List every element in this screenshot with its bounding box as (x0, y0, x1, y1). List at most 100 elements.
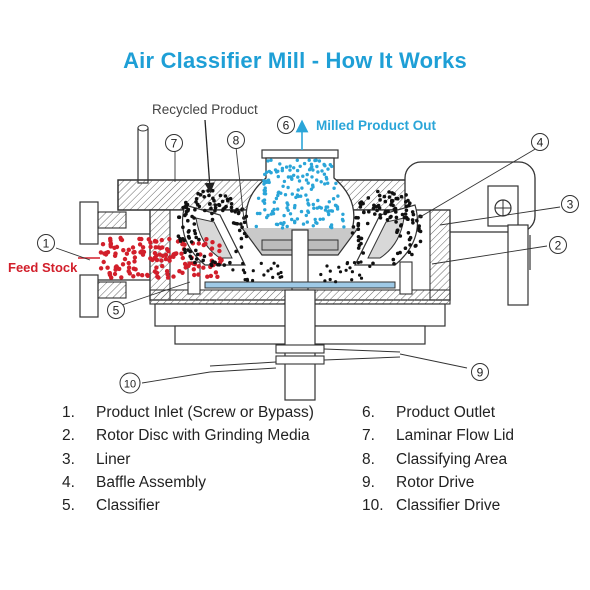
recycled-particle (193, 260, 197, 265)
feed-particle (140, 245, 146, 250)
feed-particle (187, 261, 192, 266)
milled-particle (326, 167, 330, 171)
recycled-particle (189, 256, 194, 261)
recycled-particle (359, 260, 363, 264)
milled-particle (272, 200, 276, 204)
milled-particle (262, 188, 266, 193)
svg-text:3: 3 (567, 198, 574, 212)
feed-particle (118, 235, 123, 241)
feed-particle (217, 248, 222, 254)
legend-item: 2.Rotor Disc with Grinding Media (62, 427, 310, 445)
milled-particle (327, 200, 331, 204)
milled-particle (263, 172, 267, 177)
recycled-particle (181, 205, 185, 210)
milled-particle (329, 223, 334, 227)
feed-particle (126, 265, 132, 270)
feed-particle (164, 247, 170, 252)
milled-particle (281, 184, 285, 188)
recycled-particle (201, 189, 205, 194)
milled-particle (286, 175, 291, 179)
recycled-particle (358, 273, 362, 277)
recycled-particle (242, 231, 247, 236)
feed-particle (114, 244, 120, 250)
recycled-particle (418, 239, 423, 244)
recycled-particle (190, 214, 194, 219)
recycled-particle (208, 202, 212, 206)
feed-particle (160, 263, 165, 269)
recycled-particle (237, 228, 242, 233)
milled-particle (304, 193, 308, 197)
recycled-particle (269, 267, 273, 271)
recycled-particle (186, 230, 191, 234)
feed-particle (98, 266, 104, 271)
recycled-particle (328, 269, 332, 273)
feed-particle (182, 242, 187, 247)
milled-particle (329, 209, 333, 213)
recycled-particle (188, 249, 193, 254)
recycled-particle (213, 209, 217, 213)
recycled-particle (400, 212, 405, 217)
legend-item: 5.Classifier (62, 497, 160, 515)
milled-particle (256, 196, 261, 200)
recycled-particle (279, 270, 283, 275)
milled-particle (314, 158, 318, 162)
milled-particle (254, 224, 258, 229)
milled-particle (276, 191, 280, 195)
recycled-particle (350, 270, 354, 274)
milled-particle (309, 162, 314, 166)
svg-text:1: 1 (43, 237, 50, 251)
legend-item: 8.Classifying Area (362, 450, 508, 468)
milled-particle (315, 178, 319, 182)
recycled-particle (222, 263, 227, 267)
feed-particle (114, 264, 119, 269)
milled-particle (302, 161, 307, 166)
callout-1: 1 (37, 234, 55, 252)
milled-particle (306, 209, 310, 213)
recycled-particle (328, 277, 332, 282)
callout-2: 2 (549, 236, 567, 254)
recycled-particle (242, 220, 247, 225)
recycled-particle (404, 208, 409, 213)
recycled-particle (398, 234, 403, 238)
recycled-particle (193, 231, 198, 236)
milled-particle (266, 178, 271, 182)
recycled-particle (337, 265, 341, 269)
feed-particle (154, 257, 160, 263)
feed-particle (213, 270, 219, 275)
recycled-particle (197, 237, 201, 242)
recycled-particle (185, 202, 190, 207)
milled-particle (326, 181, 330, 185)
recycled-particle (209, 262, 213, 267)
milled-particle (286, 185, 290, 190)
feed-particle (131, 274, 136, 279)
milled-particle (323, 208, 328, 212)
recycled-particle (262, 273, 266, 277)
feed-particle (167, 236, 172, 242)
feed-particle (198, 252, 203, 257)
recycled-particle (367, 209, 371, 214)
recycled-particle (271, 275, 275, 279)
recycled-particle (359, 236, 364, 241)
recycled-particle (223, 206, 227, 210)
feed-particle (154, 270, 159, 275)
recycled-particle (241, 261, 245, 266)
recycled-particle (176, 234, 181, 238)
feed-particle (217, 243, 222, 248)
recycled-particle (404, 204, 409, 209)
recycled-particle (354, 215, 359, 220)
milled-particle (276, 193, 280, 198)
recycled-particle (194, 197, 199, 201)
recycled-particle (186, 218, 190, 223)
milled-particle (317, 159, 322, 163)
legend-item: 4.Baffle Assembly (62, 473, 206, 491)
milled-particle (285, 206, 289, 210)
recycled-particle (251, 269, 255, 273)
recycled-particle (394, 210, 398, 214)
feed-particle (174, 251, 179, 256)
callout-8: 8 (227, 131, 245, 149)
recycled-particle (243, 278, 247, 282)
recycled-product-label: Recycled Product (152, 102, 258, 117)
milled-particle (295, 217, 300, 221)
milled-particle (306, 201, 310, 206)
